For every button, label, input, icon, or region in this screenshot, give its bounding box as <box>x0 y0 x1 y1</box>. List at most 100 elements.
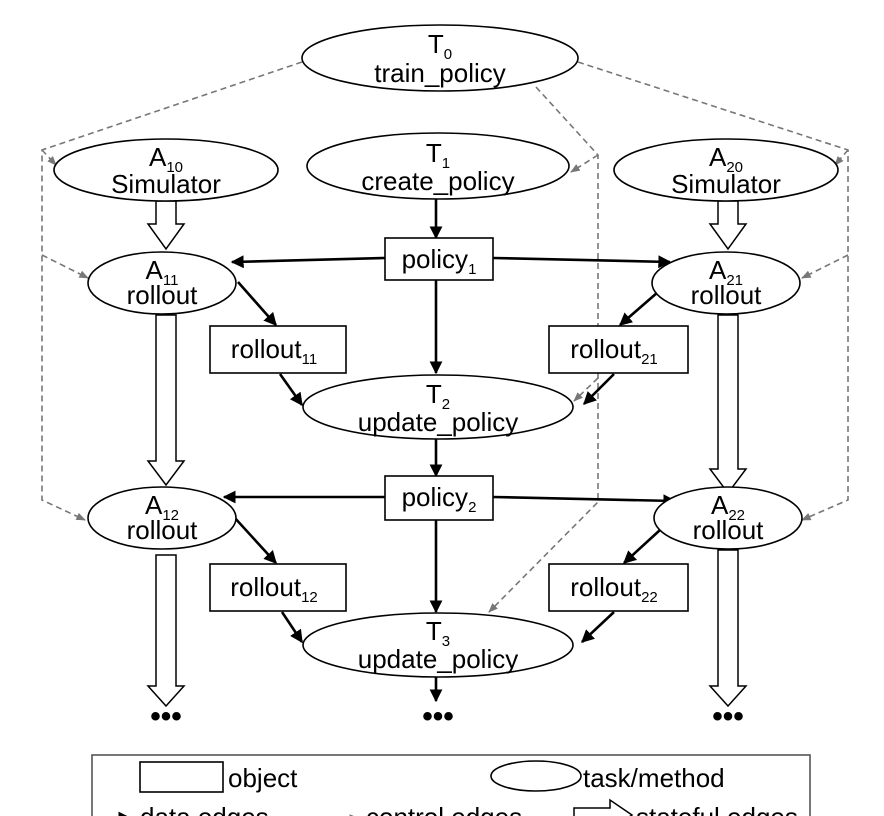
continuation-left: ••• <box>150 700 182 733</box>
object-box <box>209 325 347 374</box>
task-name: rollout <box>127 515 199 545</box>
actor-a10: A10 Simulator <box>53 138 279 202</box>
task-letter: T <box>426 616 442 646</box>
data-edge-a22-rollout22 <box>623 529 661 564</box>
task-index: 1 <box>442 155 450 172</box>
svg-text:rollout11: rollout11 <box>231 334 317 368</box>
task-letter: A <box>711 490 729 520</box>
object-name: rollout <box>570 572 642 602</box>
stateful-edge-a21-a22 <box>708 314 748 495</box>
svg-text:A11: A11 <box>146 255 179 289</box>
continuation-center: ••• <box>422 700 454 733</box>
stateful-edge-a11-a12 <box>146 314 186 487</box>
stateful-edge-a10-a11 <box>146 200 186 251</box>
control-edge-t0-a20 <box>834 149 849 166</box>
task-index: 12 <box>162 507 179 524</box>
task-ellipse <box>306 132 570 200</box>
task-ellipse <box>613 138 839 202</box>
task-t1: T1 create_policy <box>306 132 570 200</box>
task-index: 2 <box>442 396 450 413</box>
object-rollout22: rollout22 <box>548 563 689 612</box>
stateful-edge-a20-a21 <box>708 200 748 251</box>
svg-text:policy1: policy1 <box>402 244 477 278</box>
task-ellipse <box>301 24 579 92</box>
object-index: 12 <box>301 589 318 606</box>
stateful-edges <box>146 200 748 708</box>
data-edge-a12-rollout12 <box>233 516 277 564</box>
task-index: 10 <box>166 159 183 176</box>
legend-object-label: object <box>228 763 298 793</box>
data-edge-a11-rollout11 <box>237 281 277 326</box>
svg-text:rollout22: rollout22 <box>570 572 658 606</box>
task-letter: T <box>426 379 442 409</box>
actor-a22: A22 rollout <box>653 486 803 550</box>
object-box <box>384 237 494 281</box>
task-name: train_policy <box>374 58 506 88</box>
data-edge-policy1-a21 <box>492 255 672 269</box>
object-rollout12: rollout12 <box>209 563 347 612</box>
task-t0: T0 train_policy <box>301 24 579 92</box>
control-edge-t0-a10 <box>41 149 57 166</box>
control-edge-t0-right-trunk <box>577 61 849 521</box>
task-name: rollout <box>127 280 199 310</box>
task-name: Simulator <box>111 169 221 199</box>
data-edge-rollout11-t2 <box>278 373 304 407</box>
actor-a20: A20 Simulator <box>613 138 839 202</box>
object-name: policy <box>402 244 468 274</box>
object-index: 2 <box>468 499 476 516</box>
task-index: 22 <box>728 507 745 524</box>
task-index: 11 <box>163 272 179 289</box>
svg-text:A20: A20 <box>709 142 743 176</box>
stateful-edge-a12-next <box>146 554 186 708</box>
object-index: 11 <box>302 351 318 368</box>
object-name: rollout <box>570 334 642 364</box>
task-letter: A <box>149 142 167 172</box>
task-name: update_policy <box>358 644 518 674</box>
legend-object-swatch <box>139 761 224 793</box>
task-letter: A <box>145 490 163 520</box>
object-policy1: policy1 <box>384 237 494 281</box>
svg-text:T2: T2 <box>426 379 450 413</box>
task-ellipse <box>302 374 574 440</box>
continuation-right: ••• <box>712 700 744 733</box>
task-ellipse <box>53 138 279 202</box>
object-name: policy <box>402 482 468 512</box>
data-edges <box>222 199 677 703</box>
object-rollout11: rollout11 <box>209 325 347 374</box>
data-edge-policy2-a22 <box>492 494 677 508</box>
task-ellipse <box>87 486 237 550</box>
svg-text:policy2: policy2 <box>402 482 477 516</box>
legend: object task/method data edges control ed… <box>91 754 811 816</box>
task-ellipse <box>302 612 574 678</box>
svg-text:A10: A10 <box>149 142 183 176</box>
task-index: 21 <box>726 272 743 289</box>
data-edge-policy1-a11 <box>230 255 386 269</box>
data-edge-a21-rollout21 <box>619 291 659 326</box>
task-name: Simulator <box>671 169 781 199</box>
svg-text:T1: T1 <box>426 138 450 172</box>
task-ellipse <box>87 251 237 315</box>
object-index: 22 <box>641 589 658 606</box>
object-box <box>548 563 689 612</box>
data-edge-rollout21-t2 <box>583 373 615 405</box>
legend-task-swatch <box>490 760 582 792</box>
object-box <box>384 475 494 521</box>
object-name: rollout <box>231 334 303 364</box>
task-name: update_policy <box>358 407 518 437</box>
task-name: rollout <box>691 280 763 310</box>
task-name: rollout <box>693 515 765 545</box>
svg-text:A21: A21 <box>709 255 743 289</box>
task-ellipse <box>651 251 801 315</box>
task-index: 0 <box>444 46 452 63</box>
svg-text:rollout21: rollout21 <box>570 334 658 368</box>
task-index: 20 <box>726 159 743 176</box>
task-letter: A <box>709 255 727 285</box>
svg-text:A12: A12 <box>145 490 179 524</box>
task-ellipse <box>653 486 803 550</box>
task-name: create_policy <box>361 166 514 196</box>
control-edge-t0-a11 <box>41 254 89 279</box>
object-index: 1 <box>468 261 476 278</box>
svg-text:rollout12: rollout12 <box>230 572 318 606</box>
actor-a21: A21 rollout <box>651 251 801 315</box>
